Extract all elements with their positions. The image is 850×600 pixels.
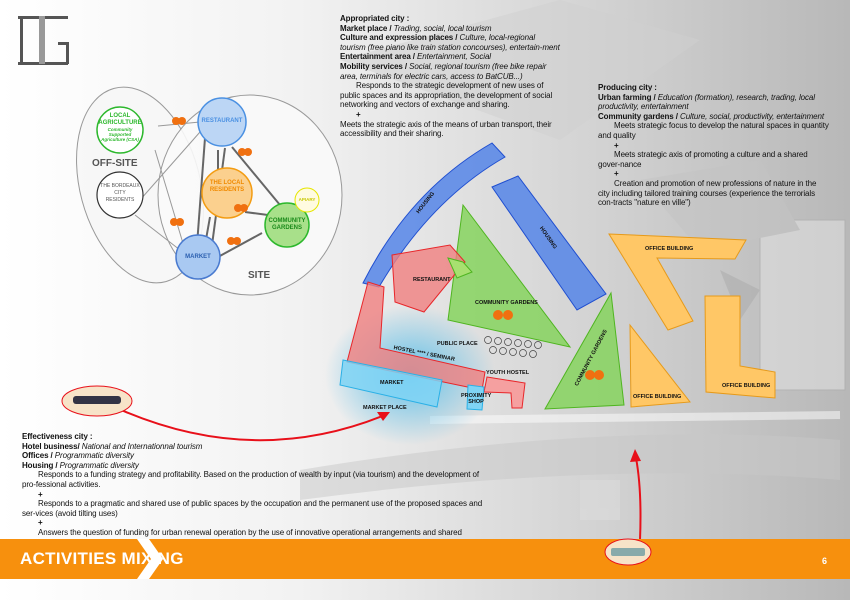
plus: + [614,169,619,179]
item-name: Mobility services / [340,61,408,71]
plus: + [38,518,43,528]
item-name: Urban farming / [598,92,656,102]
item-desc: Trading, social, local tourism [393,23,492,33]
relationship-diagram [76,86,343,296]
plan-youth-hostel: YOUTH HOSTEL [486,370,530,376]
office-building-2 [629,323,691,408]
effectiveness-city-block: Effectiveness city : Hotel business/ Nat… [22,432,492,538]
logo [18,16,69,65]
housing-building-curved [362,142,506,288]
item-desc: Programmatic diversity [59,460,139,470]
plan-office-1: OFFICE BUILDING [645,246,694,252]
item-desc: Culture, local-regional tourism (free pi… [340,33,560,52]
item-name: Market place / [340,23,392,33]
plan-market: MARKET [380,380,404,386]
item-name: Hotel business/ [22,441,80,451]
paragraph: Responds to the strategic development of… [340,81,553,110]
plan-office-3: OFFICE BUILDING [722,383,771,389]
plus: + [38,489,43,499]
chevron-icon [137,539,163,579]
pumpkin-icons [493,310,604,380]
diagram-community-gardens: COMMUNITY GARDENS [268,218,306,231]
diagram-off-site: OFF-SITE [92,158,138,169]
diagram-market: MARKET [185,254,211,260]
diagram-restaurant: RESTAURANT [201,118,243,124]
office-building-3 [704,295,776,399]
item-desc: Culture, social, productivity, entertain… [680,111,824,121]
boat-arrow [635,457,642,541]
plan-community-gardens: COMMUNITY GARDENS [475,300,538,306]
item-desc: National and Internationnal tourism [81,441,203,451]
item-desc: Education (formation), research, trading… [598,92,815,112]
office-building-1 [608,233,747,331]
plan-market-place: MARKET PLACE [363,405,407,411]
item-name: Offices / [22,451,53,461]
diagram-bordeaux-residents: THE BORDEAUX CITY RESIDENTS [100,183,140,203]
paragraph: Answers the question of funding for urba… [38,527,462,537]
item-name: Culture and expression places / [340,33,458,43]
producing-city-block: Producing city : Urban farming / Educati… [598,83,830,208]
diagram-apiary: APIARY [298,197,316,202]
paragraph: Responds to a pragmatic and shared use o… [22,499,483,518]
plan-office-2: OFFICE BUILDING [633,394,682,400]
page-number: 6 [822,556,828,566]
paragraph: Meets the strategic axis of the means of… [340,119,552,139]
item-name: Community gardens / [598,111,678,121]
plan-proximity-shop: PROXIMITY SHOP [461,393,492,405]
item-desc: Entertainment, Social [417,52,491,62]
plus: + [356,109,361,119]
appropriated-title: Appropriated city : [340,14,410,23]
plus: + [614,140,619,150]
effectiveness-title: Effectiveness city : [22,432,93,441]
csa-label: Community Supported Agriculture (CSA) [101,127,139,142]
tram-arrow [109,404,386,442]
producing-title: Producing city : [598,83,657,92]
item-desc: Programmatic diversity [54,451,134,461]
section-title: ACTIVITIES MIXING [20,549,184,568]
diagram-local-residents: THE LOCAL RESIDENTS [209,180,245,193]
paragraph: Meets strategic axis of promoting a cult… [598,150,808,169]
item-desc: Social, regional tourism (free bike repa… [340,61,547,81]
item-name: Housing / [22,460,58,470]
plan-public-place: PUBLIC PLACE [437,341,478,347]
diagram-site: SITE [248,270,271,281]
restaurant-building [391,244,466,313]
paragraph: Meets strategic focus to develop the nat… [598,121,829,140]
community-gardens-area-2 [544,291,625,410]
paragraph: Responds to a funding strategy and profi… [22,470,480,489]
local-agriculture-label: LOCAL AGRICULTURE [98,113,142,126]
plan-restaurant: RESTAURANT [413,277,451,283]
boat-icon [604,538,652,566]
paragraph: Creation and promotion of new profession… [598,178,817,208]
market-building [339,359,443,408]
appropriated-city-block: Appropriated city : Market place / Tradi… [340,14,560,139]
item-name: Entertainment area / [340,52,415,62]
housing-building-right [491,175,607,311]
footer-band [0,539,850,579]
